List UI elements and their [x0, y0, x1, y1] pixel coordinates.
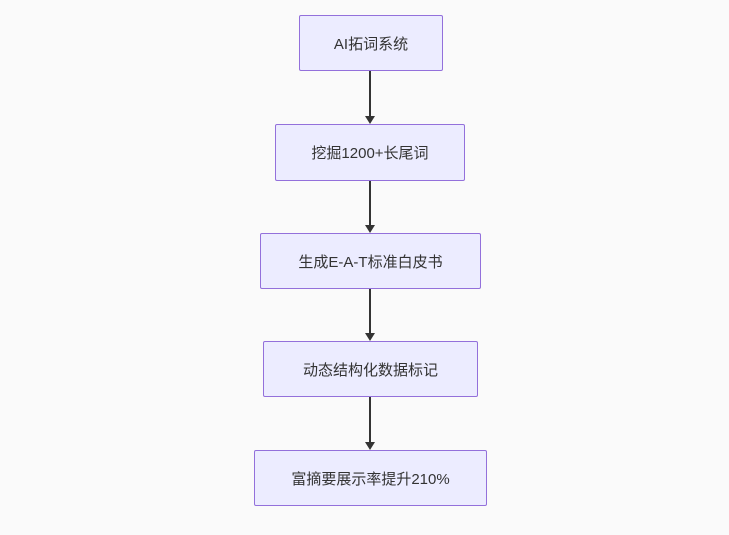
flow-node-label: 生成E-A-T标准白皮书 — [298, 253, 443, 271]
flow-node-ai-expansion: AI拓词系统 — [299, 15, 443, 71]
flow-node-label: 富摘要展示率提升210% — [291, 470, 450, 488]
arrow-down-icon — [365, 181, 375, 233]
arrow-down-icon — [365, 397, 375, 450]
flow-node-label: 挖掘1200+长尾词 — [311, 145, 429, 162]
flow-node-label: AI拓词系统 — [333, 35, 409, 53]
flow-node-eat-whitepaper: 生成E-A-T标准白皮书 — [260, 233, 481, 289]
flow-node-rich-snippet-result: 富摘要展示率提升210% — [254, 450, 487, 506]
arrow-down-icon — [365, 289, 375, 341]
arrow-down-icon — [365, 71, 375, 124]
flow-node-label: 动态结构化数据标记 — [302, 361, 438, 379]
flow-node-longtail-mining: 挖掘1200+长尾词 — [275, 124, 465, 181]
flow-node-structured-data: 动态结构化数据标记 — [263, 341, 478, 397]
